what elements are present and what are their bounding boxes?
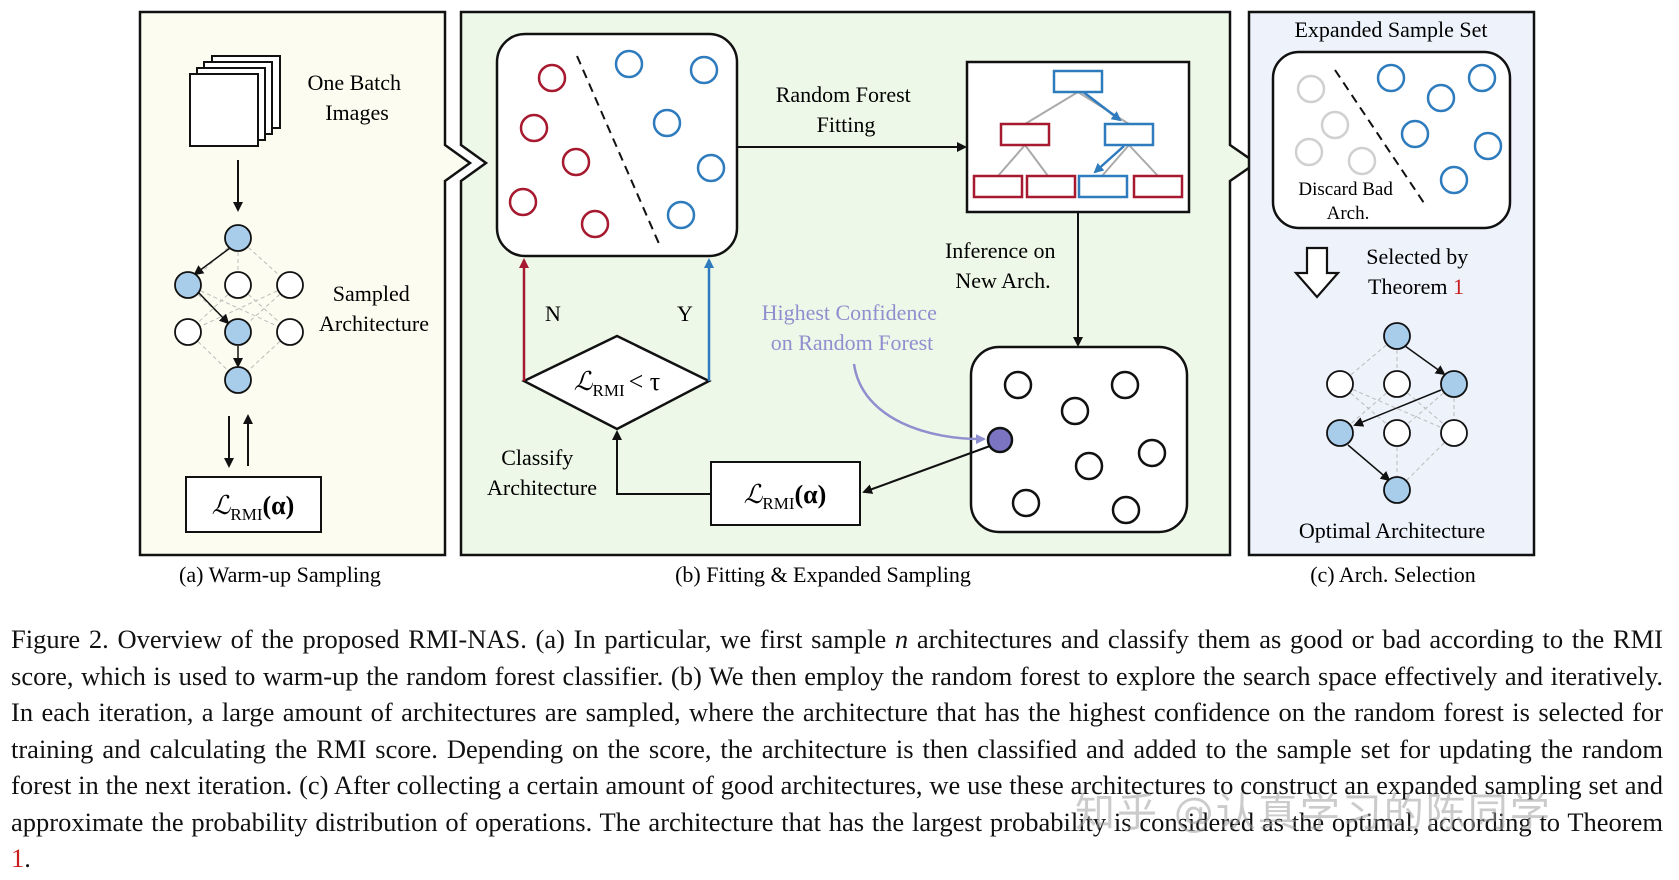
- caption-n-symbol: n: [894, 624, 909, 654]
- caption-part-1: Figure 2. Overview of the proposed RMI-N…: [11, 624, 895, 654]
- loss-text-b: ℒRMI(α): [744, 480, 827, 513]
- subcaption-b: (b) Fitting & Expanded Sampling: [675, 562, 971, 587]
- arrow-loss-to-decision: [612, 430, 711, 495]
- classify-label: Classify Architecture: [487, 445, 597, 500]
- image-stack-icon: [189, 55, 281, 147]
- discarded-points: [1294, 74, 1377, 176]
- watermark: 知乎 @认真学习的陈同学: [1075, 790, 1552, 836]
- figure-caption: Figure 2. Overview of the proposed RMI-N…: [11, 621, 1663, 877]
- branch-no-label: N: [545, 301, 561, 326]
- branch-yes-label: Y: [677, 301, 693, 326]
- confidence-arrow: [852, 363, 986, 445]
- discard-boundary: [1334, 69, 1425, 204]
- panel-a-frame: [138, 10, 473, 557]
- batch-label: One Batch Images: [308, 70, 407, 125]
- loss-box-a: [185, 476, 322, 533]
- caption-part-2: architectures and classify them as good …: [11, 624, 1663, 837]
- bad-arch-points: [508, 63, 610, 239]
- loss-box-b: [710, 461, 861, 526]
- expanded-set-title: Expanded Sample Set: [1294, 17, 1487, 42]
- discard-label: Discard Bad Arch.: [1298, 179, 1397, 224]
- kept-points: [1376, 63, 1503, 195]
- rf-fitting-label: Random Forest Fitting: [776, 82, 917, 137]
- optimal-arch-label: Optimal Architecture: [1299, 518, 1485, 543]
- decision-text: ℒRMI< τ: [574, 367, 660, 400]
- panel-a: One Batch Images Sampled: [138, 10, 473, 557]
- good-arch-points: [614, 49, 726, 230]
- random-forest-tree-icon: [965, 60, 1191, 214]
- selected-by-label: Selected by Theorem 1: [1366, 244, 1474, 299]
- panel-c: Expanded Sample Set Discard Bad Arch. Se…: [1247, 10, 1536, 557]
- arrow-new-to-loss: [862, 445, 991, 494]
- optimal-arch-graph: [1326, 322, 1468, 504]
- panel-b: Random Forest Fitting Inference on New A…: [459, 10, 1259, 557]
- hollow-down-arrow-icon: [1293, 246, 1341, 299]
- sampled-arch-label: Sampled Architecture: [319, 281, 429, 336]
- subcaption-c: (c) Arch. Selection: [1310, 562, 1476, 587]
- caption-end: .: [24, 843, 31, 873]
- caption-theorem-ref: 1: [11, 843, 25, 873]
- sampled-arch-graph: [174, 224, 304, 394]
- overview-diagram: One Batch Images Sampled: [138, 10, 1536, 587]
- confidence-label: Highest Confidence on Random Forest: [762, 300, 943, 355]
- decision-boundary: [576, 55, 661, 247]
- loss-text-a: ℒRMI(α): [212, 491, 295, 524]
- subcaption-a: (a) Warm-up Sampling: [179, 562, 381, 587]
- new-arch-points: [1003, 370, 1167, 525]
- inference-label: Inference on New Arch.: [945, 238, 1061, 293]
- selected-arch-point: [986, 426, 1014, 454]
